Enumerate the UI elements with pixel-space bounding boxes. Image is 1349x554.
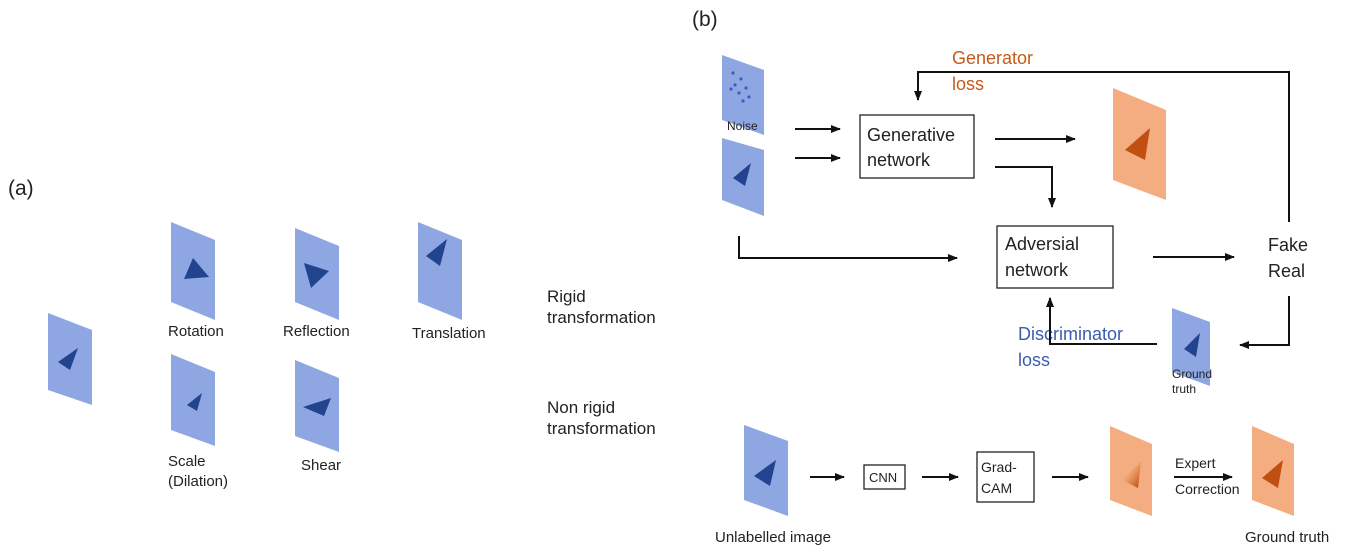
scale-image xyxy=(171,354,215,446)
discriminator-loss-feedback-arrow xyxy=(1046,297,1157,345)
generative-network-label-line2: network xyxy=(867,150,931,170)
scale-caption-line1: Scale xyxy=(168,453,206,470)
heatmap-image xyxy=(1110,426,1152,516)
original-image xyxy=(48,313,92,405)
gradcam-label-line2: CAM xyxy=(981,480,1012,496)
discriminator-loss-line2: loss xyxy=(1018,350,1050,370)
reflection-image xyxy=(295,228,339,320)
rotation-caption: Rotation xyxy=(168,323,224,340)
generative-network-label-line1: Generative xyxy=(867,125,955,145)
translation-caption: Translation xyxy=(412,325,486,342)
generative-network-box xyxy=(859,114,975,179)
scale-caption-line2: (Dilation) xyxy=(168,473,228,490)
rigid-label-line1: Rigid xyxy=(547,287,586,306)
real-label: Real xyxy=(1268,261,1305,281)
noise-dots xyxy=(729,71,751,103)
generator-loss-line1: Generator xyxy=(952,48,1033,68)
unlabelled-image-label: Unlabelled image xyxy=(715,529,831,546)
ground-truth-image-small xyxy=(1172,308,1210,386)
generator-loss-feedback-arrow xyxy=(914,71,1290,222)
ground-truth-image xyxy=(1252,426,1294,516)
nonrigid-label-line1: Non rigid xyxy=(547,398,615,417)
rotation-image xyxy=(171,222,215,320)
expert-correction-line2: Correction xyxy=(1175,481,1240,497)
panel-b-label: (b) xyxy=(692,8,718,31)
ground-truth-label: Ground truth xyxy=(1245,529,1329,546)
cnn-box xyxy=(863,464,906,490)
fake-label: Fake xyxy=(1268,235,1308,255)
ground-truth-small-line1: Ground xyxy=(1172,367,1212,381)
generated-fake-image xyxy=(1113,88,1166,200)
gradcam-box xyxy=(976,451,1035,503)
expert-correction-line1: Expert xyxy=(1175,455,1216,471)
shear-image xyxy=(295,360,339,452)
input-to-adversarial-arrow xyxy=(738,236,958,262)
unlabelled-image xyxy=(744,425,788,516)
reflection-caption: Reflection xyxy=(283,323,350,340)
noise-image xyxy=(722,55,764,135)
gradcam-label-line1: Grad- xyxy=(981,459,1017,475)
generator-to-adversarial-arrow xyxy=(995,166,1056,208)
translation-image xyxy=(418,222,462,320)
input-image xyxy=(722,138,764,216)
adversarial-network-label-line2: network xyxy=(1005,260,1069,280)
real-to-ground-truth-arrow xyxy=(1239,296,1290,349)
generator-loss-line2: loss xyxy=(952,74,984,94)
rigid-label-line2: transformation xyxy=(547,308,656,327)
triangle-icon xyxy=(58,348,78,370)
adversarial-network-label-line1: Adversial xyxy=(1005,234,1079,254)
cnn-label: CNN xyxy=(869,470,897,485)
adversarial-network-box xyxy=(996,225,1114,289)
discriminator-loss-line1: Discriminator xyxy=(1018,324,1123,344)
nonrigid-label-line2: transformation xyxy=(547,419,656,438)
ground-truth-small-line2: truth xyxy=(1172,382,1196,396)
shear-caption: Shear xyxy=(301,457,341,474)
noise-label: Noise xyxy=(727,119,758,133)
panel-a-label: (a) xyxy=(8,177,34,200)
